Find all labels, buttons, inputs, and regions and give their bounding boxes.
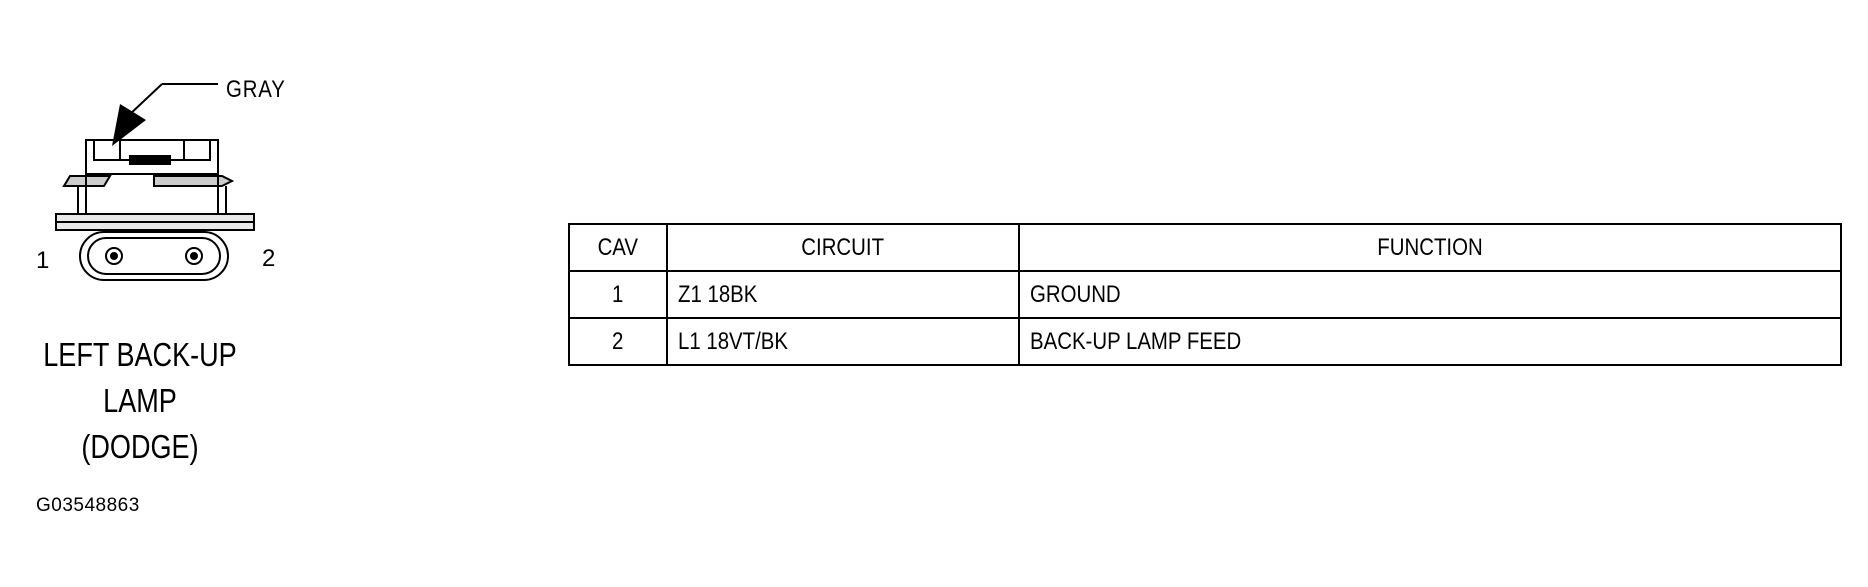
- cell-circuit: Z1 18BK: [666, 270, 1020, 319]
- pin-2-terminal: [185, 247, 203, 265]
- connector-title-line-3: (DODGE): [81, 428, 199, 465]
- connector-title-line-2: LAMP: [103, 382, 177, 419]
- figure-id: G03548863: [36, 495, 140, 516]
- header-cav: CAV: [568, 223, 668, 272]
- table-row: 2 L1 18VT/BK BACK-UP LAMP FEED: [568, 317, 1842, 366]
- table-header-row: CAV CIRCUIT FUNCTION: [568, 223, 1842, 272]
- connector-title: LEFT BACK-UP LAMP (DODGE): [42, 332, 239, 470]
- pin-1-label: 1: [36, 247, 50, 274]
- connector-housing: [55, 139, 255, 281]
- header-circuit: CIRCUIT: [666, 223, 1020, 272]
- cell-circuit: L1 18VT/BK: [666, 317, 1020, 366]
- cell-function: GROUND: [1018, 270, 1842, 319]
- pinout-table: CAV CIRCUIT FUNCTION 1 Z1 18BK GROUND 2 …: [568, 223, 1842, 366]
- cell-cav: 2: [568, 317, 668, 366]
- connector-title-line-1: LEFT BACK-UP: [43, 336, 237, 373]
- header-function: FUNCTION: [1018, 223, 1842, 272]
- pin-2-label: 2: [262, 245, 276, 272]
- callout-leader-arrow: [112, 83, 218, 146]
- pin-1-terminal: [105, 247, 123, 265]
- table-row: 1 Z1 18BK GROUND: [568, 270, 1842, 319]
- cell-function: BACK-UP LAMP FEED: [1018, 317, 1842, 366]
- connector-diagram: [55, 83, 255, 281]
- color-callout-label: GRAY: [226, 76, 286, 103]
- cell-cav: 1: [568, 270, 668, 319]
